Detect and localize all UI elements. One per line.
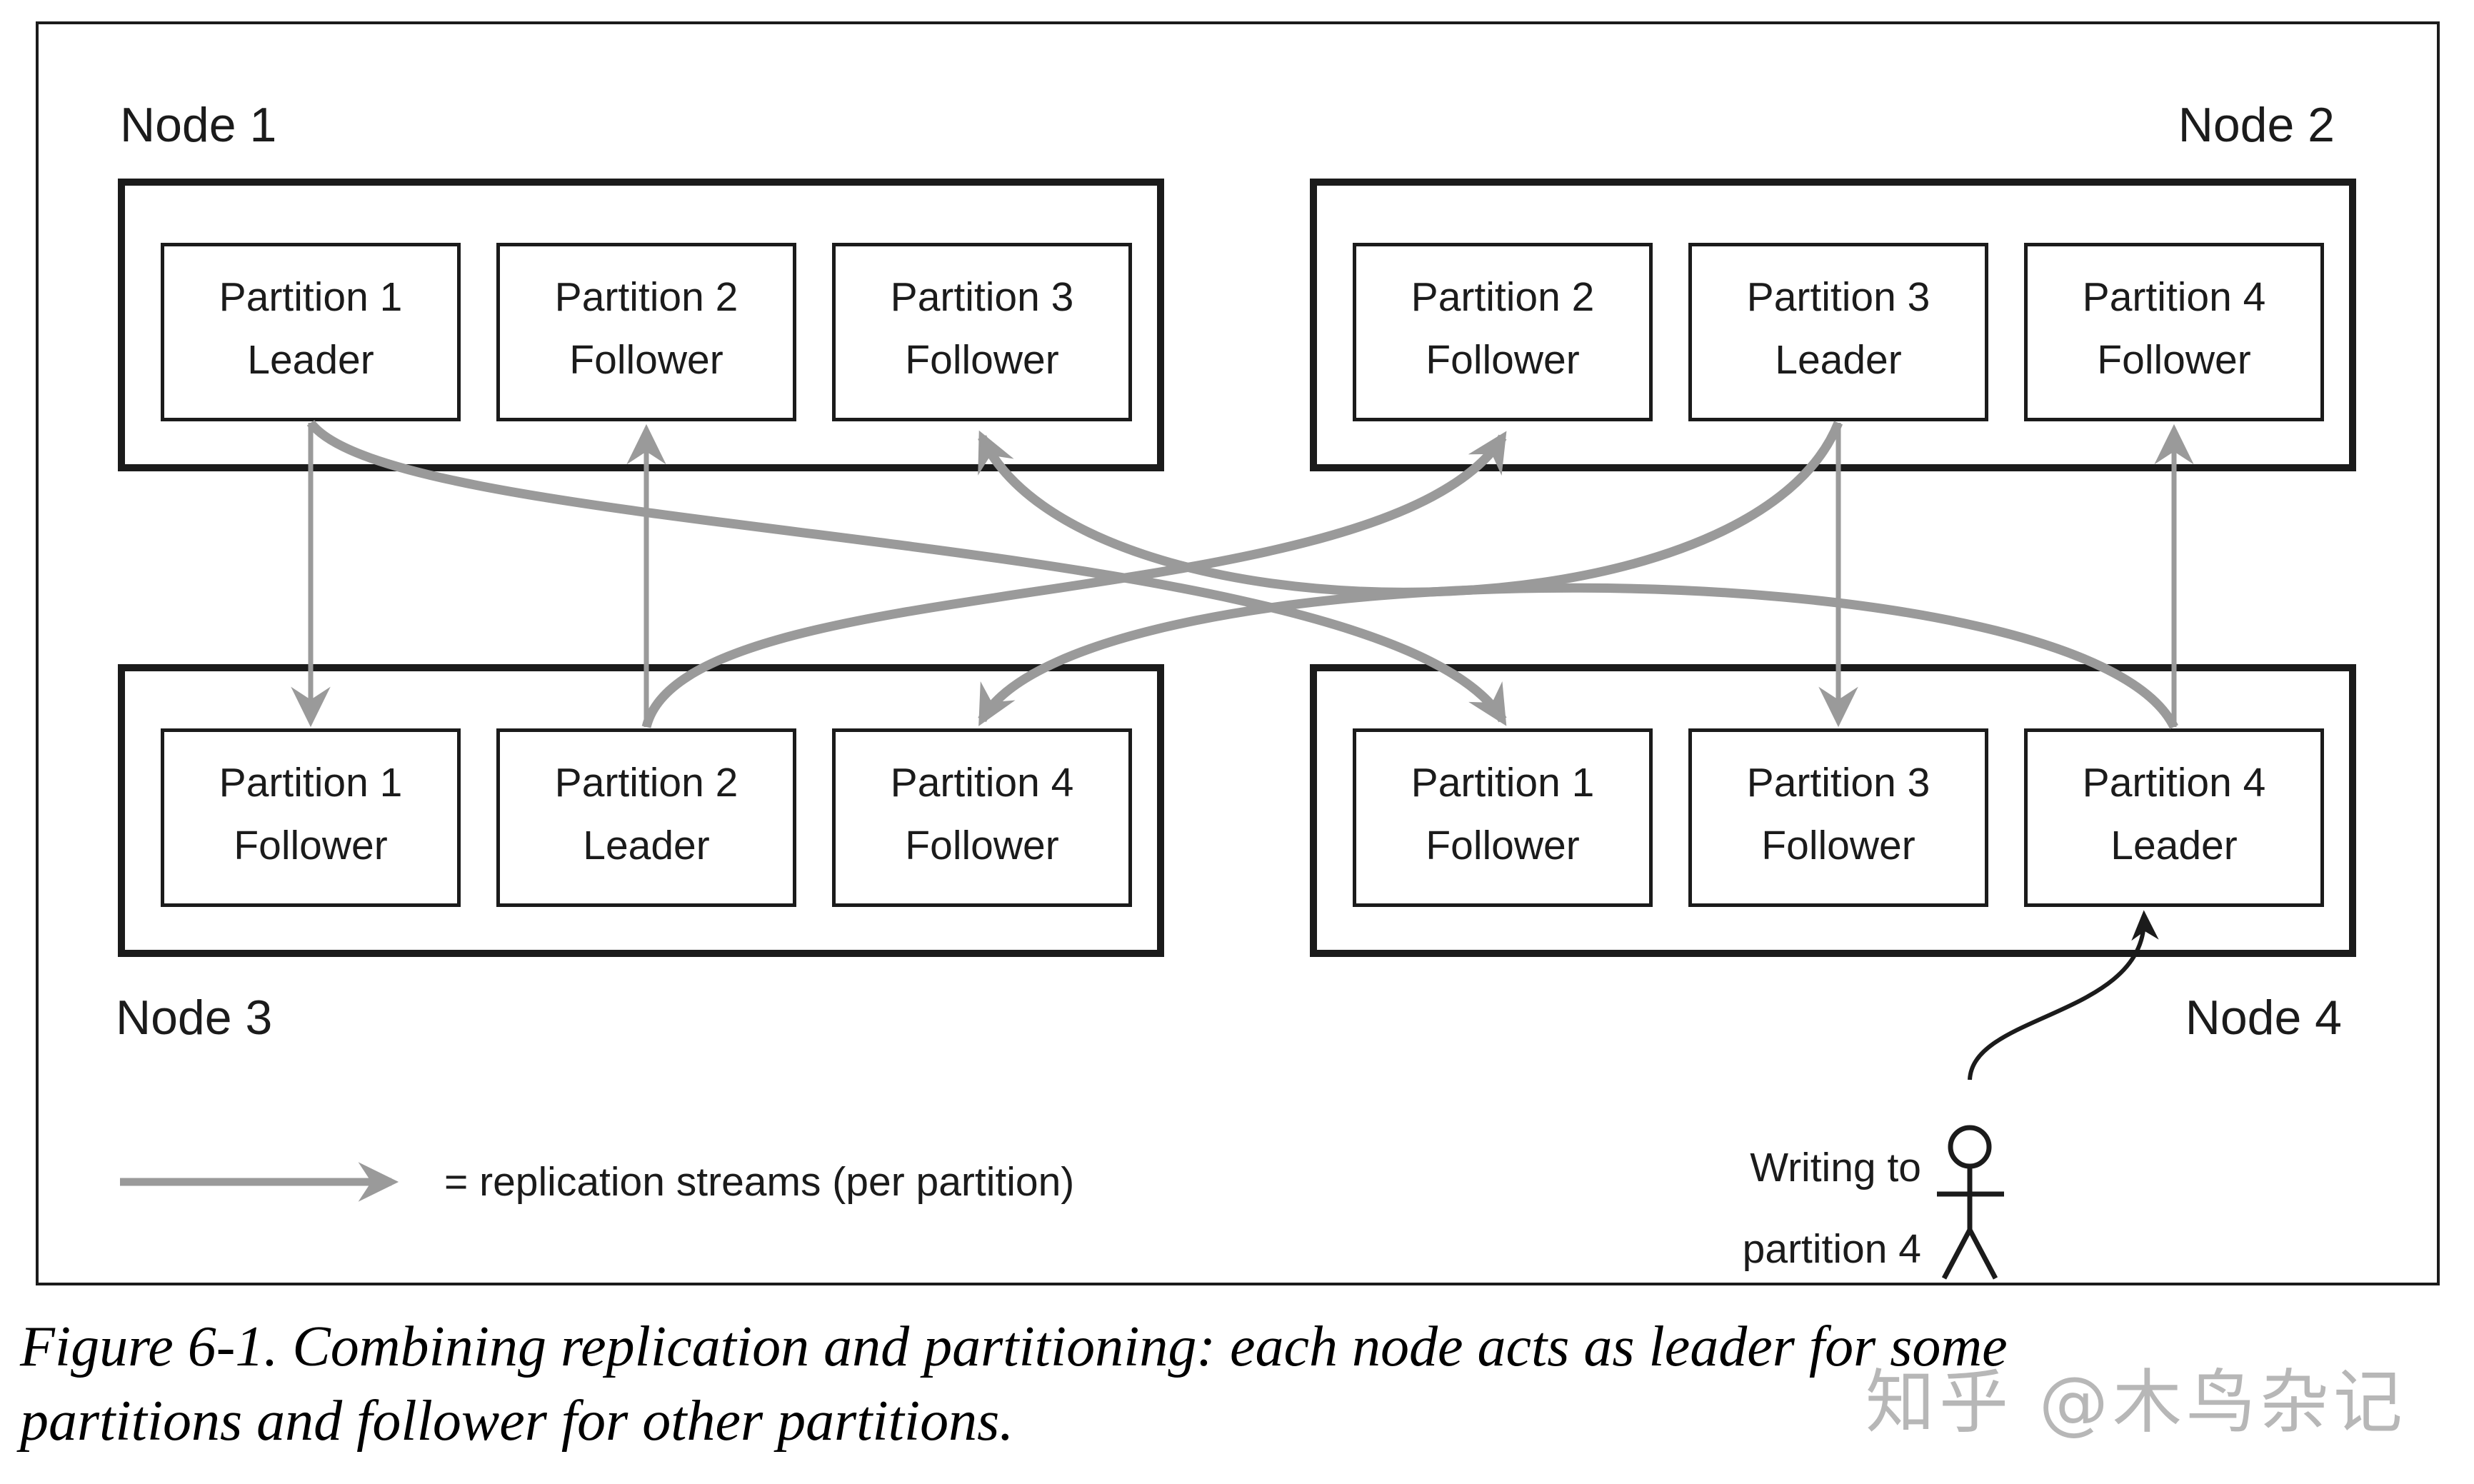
partition-node4-2: Partition 3 Follower — [1688, 728, 1988, 907]
partition-role: Leader — [247, 337, 374, 383]
partition-name: Partition 1 — [219, 760, 403, 806]
partition-name: Partition 3 — [1746, 274, 1930, 320]
partition-node4-1: Partition 1 Follower — [1353, 728, 1653, 907]
partition-name: Partition 1 — [219, 274, 403, 320]
writing-annotation-line-1: Writing to — [1750, 1145, 1921, 1190]
partition-role: Follower — [905, 823, 1059, 868]
partition-name: Partition 1 — [1411, 760, 1595, 806]
node-2-label: Node 2 — [2178, 98, 2335, 152]
partition-name: Partition 4 — [890, 760, 1074, 806]
writing-annotation: Writing to partition 4 — [1621, 1127, 1921, 1290]
partition-node2-2: Partition 3 Leader — [1688, 243, 1988, 421]
node-1-box: Partition 1 Leader Partition 2 Follower … — [118, 179, 1164, 471]
partition-role: Leader — [1775, 337, 1902, 383]
partition-node3-1: Partition 1 Follower — [161, 728, 461, 907]
node-4-label: Node 4 — [2185, 991, 2342, 1045]
partition-role: Leader — [2110, 823, 2238, 868]
partition-name: Partition 4 — [2082, 274, 2266, 320]
partition-name: Partition 2 — [554, 760, 738, 806]
watermark: 知乎 @木鸟杂记 — [1865, 1362, 2407, 1443]
partition-name: Partition 4 — [2082, 760, 2266, 806]
partition-role: Follower — [569, 337, 723, 383]
partition-role: Follower — [905, 337, 1059, 383]
partition-role: Follower — [2097, 337, 2251, 383]
partition-node3-3: Partition 4 Follower — [832, 728, 1132, 907]
partition-name: Partition 3 — [890, 274, 1074, 320]
partition-node1-3: Partition 3 Follower — [832, 243, 1132, 421]
partition-node1-2: Partition 2 Follower — [496, 243, 796, 421]
partition-node2-1: Partition 2 Follower — [1353, 243, 1653, 421]
caption-line-1: Figure 6-1. Combining replication and pa… — [20, 1315, 2008, 1378]
partition-name: Partition 3 — [1746, 760, 1930, 806]
partition-role: Follower — [1761, 823, 1915, 868]
node-3-box: Partition 1 Follower Partition 2 Leader … — [118, 664, 1164, 957]
partition-name: Partition 2 — [554, 274, 738, 320]
partition-role: Leader — [583, 823, 710, 868]
partition-node2-3: Partition 4 Follower — [2024, 243, 2324, 421]
caption-line-2: partitions and follower for other partit… — [20, 1390, 1014, 1453]
partition-node3-2: Partition 2 Leader — [496, 728, 796, 907]
partition-role: Follower — [1426, 823, 1580, 868]
node-3-label: Node 3 — [116, 991, 273, 1045]
node-4-box: Partition 1 Follower Partition 3 Followe… — [1310, 664, 2356, 957]
partition-node1-1: Partition 1 Leader — [161, 243, 461, 421]
partition-node4-3: Partition 4 Leader — [2024, 728, 2324, 907]
partition-role: Follower — [1426, 337, 1580, 383]
figure-caption: Figure 6-1. Combining replication and pa… — [20, 1310, 2470, 1458]
partition-role: Follower — [234, 823, 388, 868]
node-2-box: Partition 2 Follower Partition 3 Leader … — [1310, 179, 2356, 471]
node-1-label: Node 1 — [120, 98, 277, 152]
partition-name: Partition 2 — [1411, 274, 1595, 320]
legend-label: = replication streams (per partition) — [444, 1159, 1075, 1205]
writing-annotation-line-2: partition 4 — [1742, 1226, 1921, 1272]
